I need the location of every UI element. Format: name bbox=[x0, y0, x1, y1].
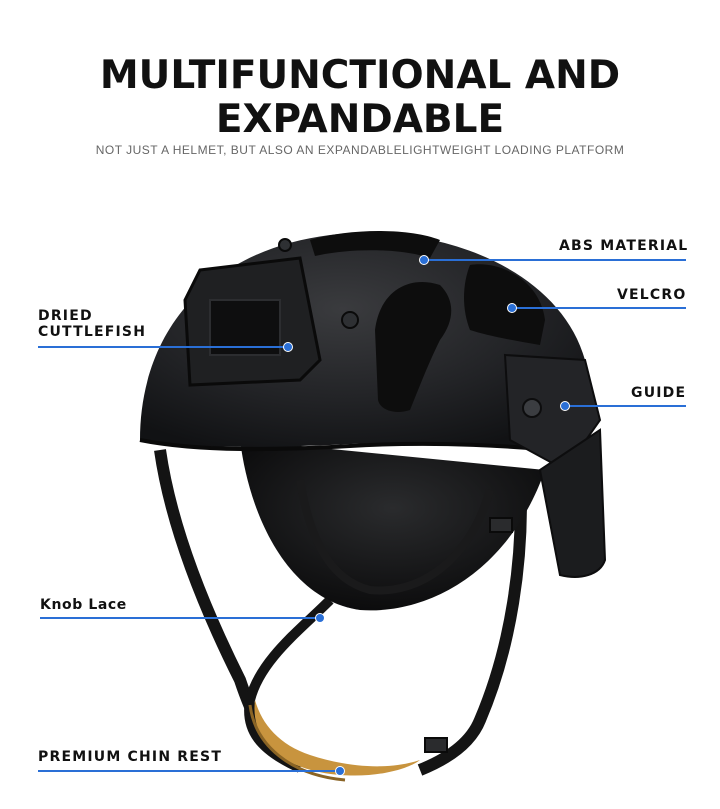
title-line-1: MULTIFUNCTIONAL AND bbox=[99, 53, 621, 98]
helmet-liner bbox=[240, 440, 545, 611]
callout-dried-cuttlefish-line bbox=[38, 346, 288, 348]
callout-premium-chin-rest-line bbox=[38, 770, 340, 772]
callout-premium-chin-rest-dot bbox=[335, 766, 345, 776]
right-strap bbox=[417, 469, 527, 776]
callout-velcro: VELCRO bbox=[617, 287, 687, 303]
callout-velcro-dot bbox=[507, 303, 517, 313]
chin-pad bbox=[254, 700, 420, 776]
callout-guide: GUIDE bbox=[631, 385, 687, 401]
callout-dried-cuttlefish-dot bbox=[283, 342, 293, 352]
callout-premium-chin-rest: PREMIUM CHIN REST bbox=[38, 749, 223, 765]
velcro-side-patch bbox=[464, 264, 545, 345]
callout-dried-line-1: DRIED bbox=[38, 308, 93, 324]
callout-abs-material: ABS MATERIAL bbox=[559, 238, 689, 254]
callout-guide-line bbox=[565, 405, 686, 407]
callout-knob-lace: Knob Lace bbox=[40, 597, 127, 613]
callout-knob-lace-line bbox=[40, 617, 320, 619]
callout-knob-lace-dot bbox=[315, 613, 325, 623]
callout-dried-cuttlefish: DRIED CUTTLEFISH bbox=[38, 308, 146, 340]
callout-abs-material-line bbox=[424, 259, 686, 261]
title-line-2: EXPANDABLE bbox=[215, 97, 505, 142]
callout-guide-dot bbox=[560, 401, 570, 411]
callout-abs-material-dot bbox=[419, 255, 429, 265]
rear-strap bbox=[244, 596, 334, 773]
velcro-front-patch bbox=[375, 282, 452, 412]
velcro-top-patch bbox=[310, 231, 440, 258]
page-title: MULTIFUNCTIONAL AND EXPANDABLE bbox=[0, 54, 720, 142]
page-subtitle: NOT JUST A HELMET, BUT ALSO AN EXPANDABL… bbox=[95, 143, 625, 157]
callout-dried-line-2: CUTTLEFISH bbox=[38, 324, 147, 340]
callout-velcro-line bbox=[512, 307, 686, 309]
